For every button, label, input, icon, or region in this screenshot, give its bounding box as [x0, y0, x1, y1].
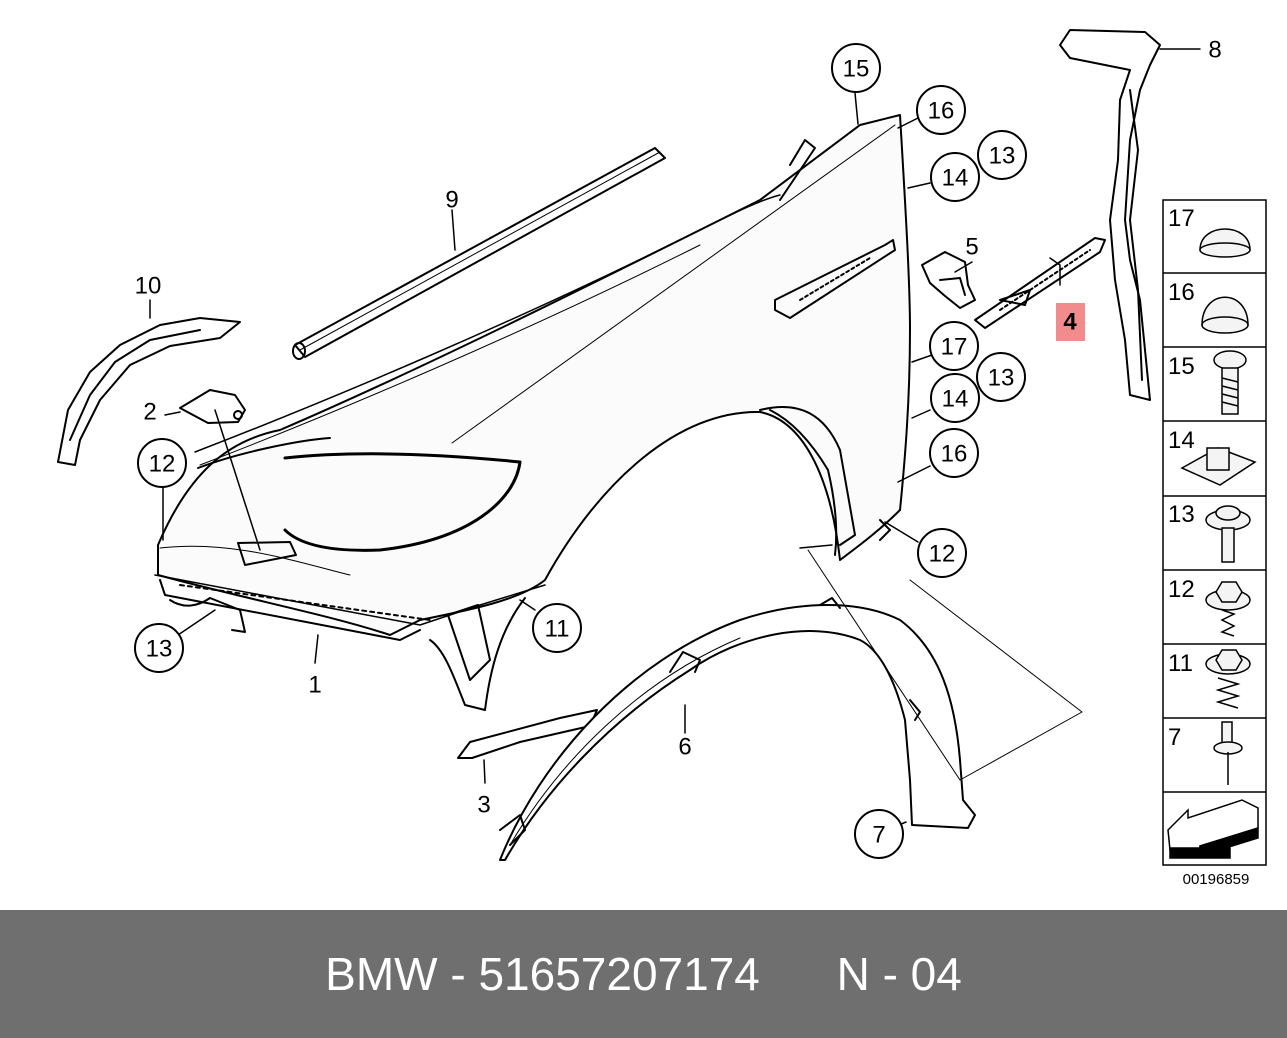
- callout-5: 5: [965, 234, 978, 261]
- callout-16-circle: [916, 85, 966, 135]
- indicator-trim-part: [974, 237, 1106, 329]
- rivet-icon: [1213, 721, 1243, 785]
- screw-icon: [1213, 350, 1247, 415]
- callout-1: 1: [308, 672, 321, 699]
- callout-16b: 16: [941, 441, 968, 468]
- trim-strip-part: [292, 147, 666, 360]
- legend-num-16: 16: [1168, 279, 1195, 306]
- callout-16: 16: [928, 98, 955, 125]
- callout-13b: 13: [988, 365, 1015, 392]
- legend-num-7: 7: [1168, 724, 1181, 751]
- callout-14b: 14: [942, 386, 969, 413]
- fender-part: [154, 114, 911, 711]
- callout-9: 9: [445, 187, 458, 214]
- callout-11-circle: [532, 603, 582, 653]
- callout-14-circle: [930, 152, 980, 202]
- diagram-number: 00196859: [1183, 871, 1250, 888]
- round-cap-icon: [1201, 296, 1249, 334]
- legend-panel: 17 16 15 14 13 12 11 7: [1162, 199, 1267, 888]
- callout-14: 14: [942, 165, 969, 192]
- bracket-part-10: [57, 317, 241, 466]
- callout-15: 15: [843, 56, 870, 83]
- callout-13a-circle: [134, 623, 184, 673]
- legend-num-17: 17: [1168, 205, 1195, 232]
- cover-cap-part: [179, 389, 246, 424]
- footer-gap: [760, 947, 837, 1001]
- callout-8: 8: [1208, 37, 1221, 64]
- seal-bracket-part: [1059, 29, 1161, 401]
- callout-13b-circle: [976, 352, 1026, 402]
- callout-10: 10: [135, 273, 162, 300]
- callout-14b-circle: [930, 373, 980, 423]
- callout-12a: 12: [149, 451, 176, 478]
- legend-num-11: 11: [1168, 650, 1193, 677]
- footer-brand: BMW: [325, 948, 438, 1000]
- callout-17: 17: [941, 334, 968, 361]
- footer-position: N - 04: [836, 948, 962, 1000]
- callout-4: 4: [1063, 309, 1077, 336]
- callout-11: 11: [545, 616, 570, 643]
- callout-13: 13: [989, 143, 1016, 170]
- callout-12b-circle: [917, 528, 967, 578]
- footer-part-number: 51657207174: [478, 948, 760, 1000]
- legend-num-15: 15: [1168, 353, 1195, 380]
- callout-17-circle: [929, 321, 979, 371]
- hex-screw-icon: [1205, 649, 1251, 709]
- callout-13-circle: [977, 130, 1027, 180]
- parts-diagram: 15 16 13 14 17 13 14 16 12 12 13 11 7 8 …: [57, 29, 1267, 888]
- callout-16b-circle: [929, 428, 979, 478]
- callout-13a: 13: [146, 636, 173, 663]
- callout-12b: 12: [929, 541, 956, 568]
- callout-6: 6: [678, 734, 691, 761]
- callout-7-circle: [854, 809, 904, 859]
- collar-screw-icon: [1205, 505, 1251, 563]
- legend-num-14: 14: [1168, 427, 1195, 454]
- arrow-icon: [1167, 799, 1259, 859]
- holder-part: [921, 251, 976, 309]
- legend-num-13: 13: [1168, 501, 1195, 528]
- clip-nut-icon: [1180, 447, 1257, 486]
- legend-num-12: 12: [1168, 576, 1195, 603]
- footer-sep-1: -: [437, 948, 479, 1000]
- callout-2: 2: [143, 399, 156, 426]
- wheel-arch-trim-part: [499, 597, 976, 861]
- hex-collar-screw-icon: [1205, 581, 1251, 637]
- footer-bar: BMW - 51657207174 N - 04: [0, 910, 1287, 1038]
- callout-15-circle: [831, 43, 881, 93]
- dome-cap-icon: [1199, 228, 1251, 258]
- callout-3: 3: [477, 792, 490, 819]
- callout-12a-circle: [137, 438, 187, 488]
- leader-lines: [149, 48, 1201, 834]
- callout-7: 7: [872, 822, 885, 849]
- callout-4-highlight: 4: [1056, 303, 1085, 341]
